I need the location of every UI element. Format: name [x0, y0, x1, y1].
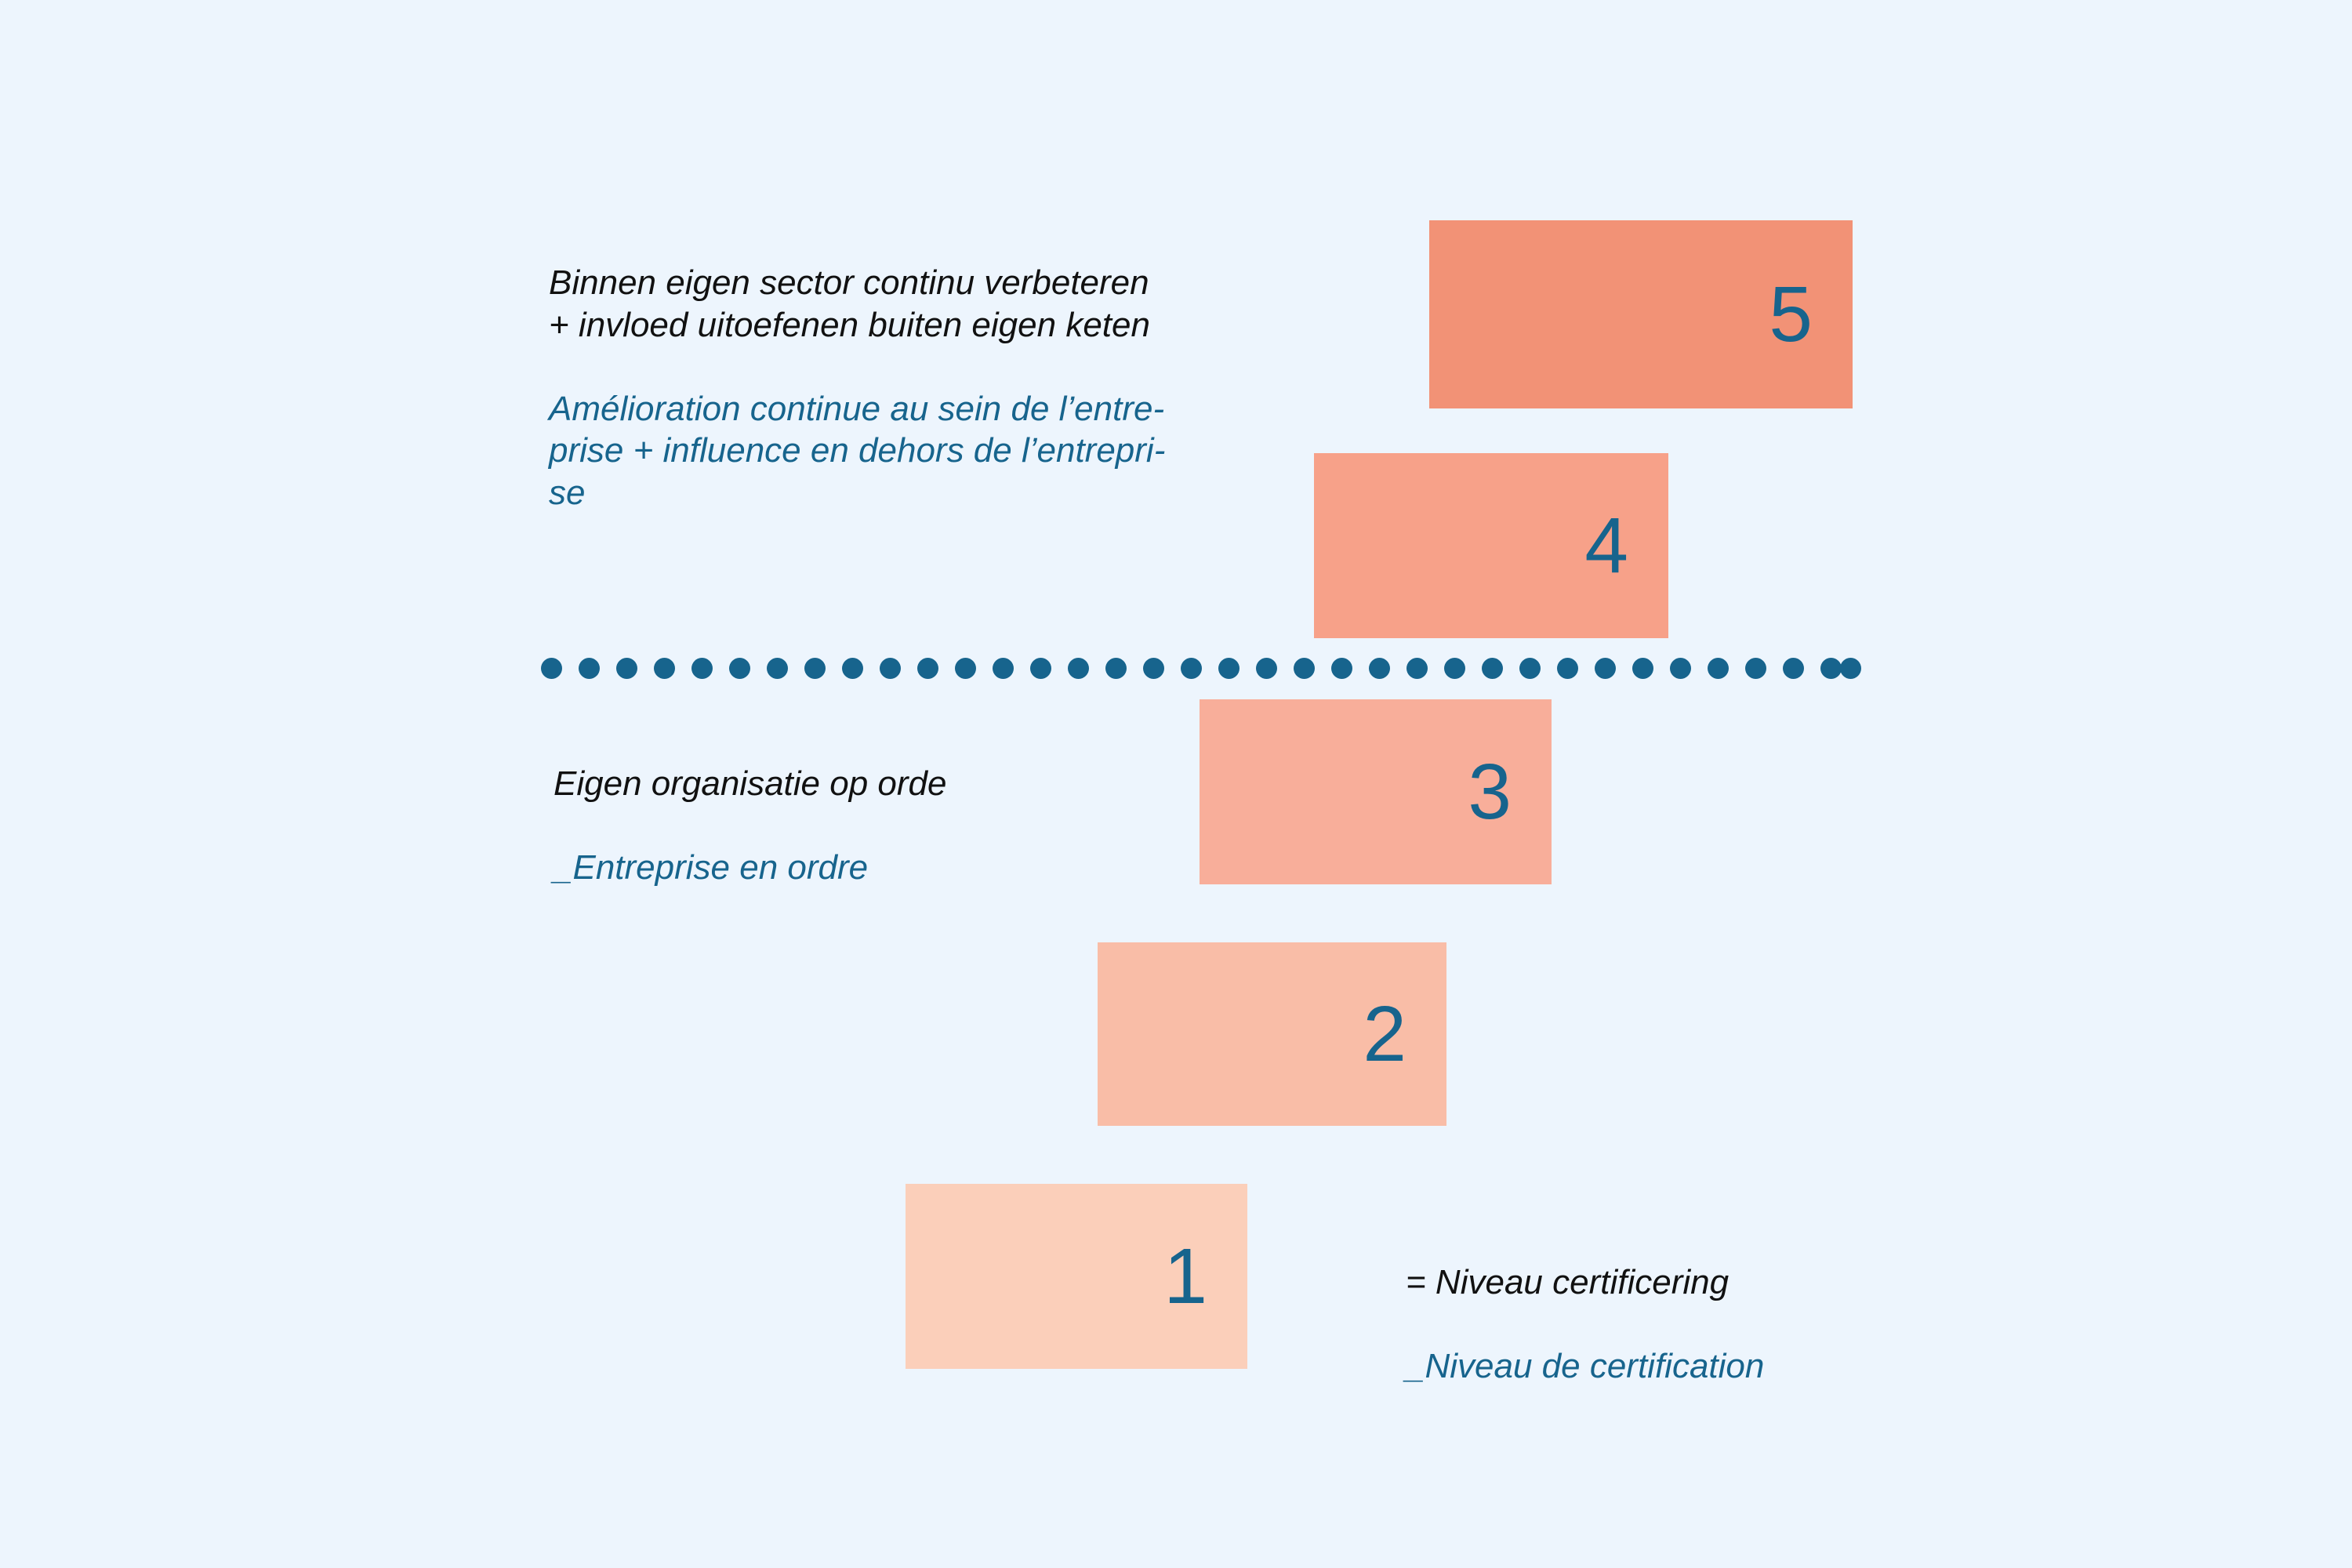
- legend-certification-level: = Niveau certificering _Niveau de certif…: [1406, 1220, 1955, 1429]
- label-own-organisation-nl: Eigen organisatie op orde: [554, 764, 947, 804]
- level-bar-4[interactable]: 4: [1314, 453, 1668, 638]
- dotted-divider: [541, 658, 1861, 679]
- label-block-improvement: Binnen eigen sector continu verbeteren +…: [549, 220, 1333, 556]
- level-number-1: 1: [1163, 1232, 1207, 1320]
- level-number-5: 5: [1769, 270, 1813, 358]
- legend-certification-fr: _Niveau de certification: [1406, 1347, 1765, 1386]
- level-bar-3[interactable]: 3: [1200, 699, 1552, 884]
- level-bar-5[interactable]: 5: [1429, 220, 1853, 408]
- label-own-organisation-fr: _Entreprise en ordre: [554, 848, 869, 887]
- level-number-4: 4: [1584, 502, 1628, 590]
- label-improvement-fr: Amélioration continue au sein de l’entre…: [549, 389, 1166, 512]
- label-improvement-nl: Binnen eigen sector continu verbeteren +…: [549, 263, 1150, 344]
- level-bar-1[interactable]: 1: [906, 1184, 1247, 1369]
- level-number-2: 2: [1363, 990, 1406, 1078]
- level-bar-2[interactable]: 2: [1098, 942, 1446, 1126]
- level-number-3: 3: [1468, 748, 1512, 836]
- label-block-own-organisation: Eigen organisatie op orde _Entreprise en…: [554, 721, 1149, 931]
- legend-certification-nl: = Niveau certificering: [1406, 1263, 1730, 1302]
